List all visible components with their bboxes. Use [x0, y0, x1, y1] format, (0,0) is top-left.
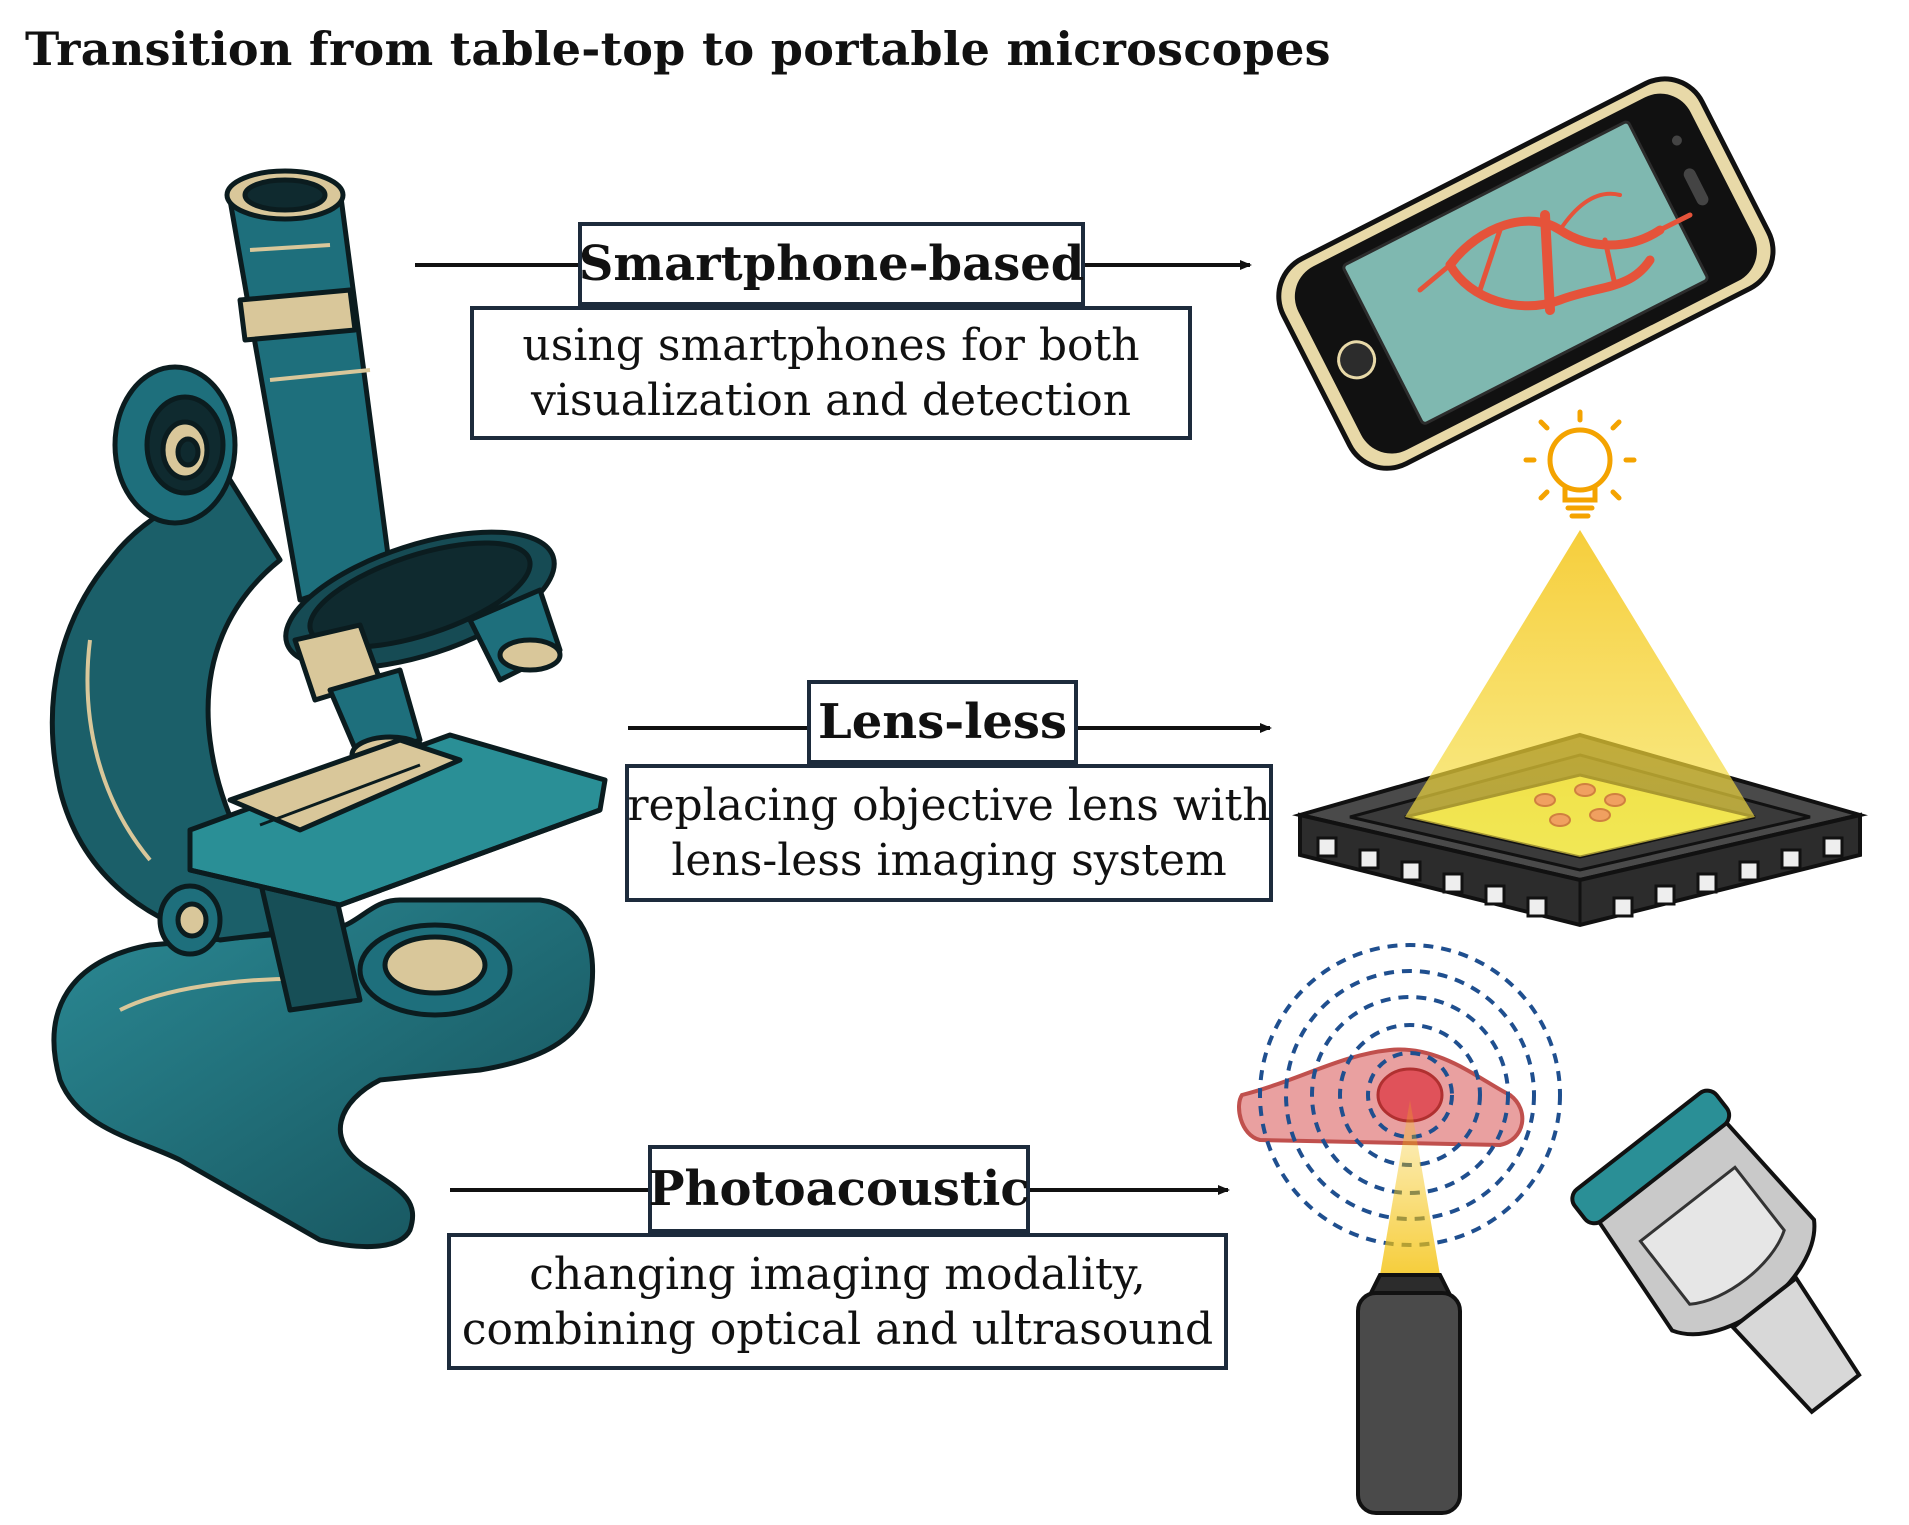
ultrasound-probe-icon: [1570, 1088, 1862, 1415]
photoacoustic-sample-icon: [1237, 943, 1562, 1275]
description-line: replacing objective lens with: [627, 780, 1271, 831]
image-sensor-chip-icon: [1292, 530, 1868, 928]
method-title-smartphone: Smartphone-based: [578, 222, 1085, 306]
laser-source-icon: [1356, 1273, 1462, 1515]
blood-vessel-pattern: [1417, 191, 1693, 315]
description-line: lens-less imaging system: [671, 835, 1227, 886]
method-description-lensless: replacing objective lens with lens-less …: [625, 764, 1273, 902]
method-title-text: Lens-less: [818, 694, 1067, 750]
method-title-text: Photoacoustic: [648, 1161, 1030, 1217]
figure-title: Transition from table-top to portable mi…: [25, 22, 1331, 76]
method-title-lensless: Lens-less: [807, 680, 1078, 764]
description-line: combining optical and ultrasound: [461, 1303, 1214, 1355]
description-line: visualization and detection: [530, 375, 1132, 426]
description-line: changing imaging modality,: [529, 1248, 1146, 1300]
method-title-photoacoustic: Photoacoustic: [648, 1145, 1030, 1233]
light-bulb-icon: [1523, 409, 1637, 519]
method-description-smartphone: using smartphones for both visualization…: [470, 306, 1192, 440]
description-line: using smartphones for both: [522, 320, 1140, 371]
microscope-icon: [49, 168, 608, 1249]
smartphone-icon: [1276, 76, 1776, 471]
method-title-text: Smartphone-based: [578, 236, 1085, 292]
method-description-photoacoustic: changing imaging modality, combining opt…: [447, 1233, 1228, 1370]
